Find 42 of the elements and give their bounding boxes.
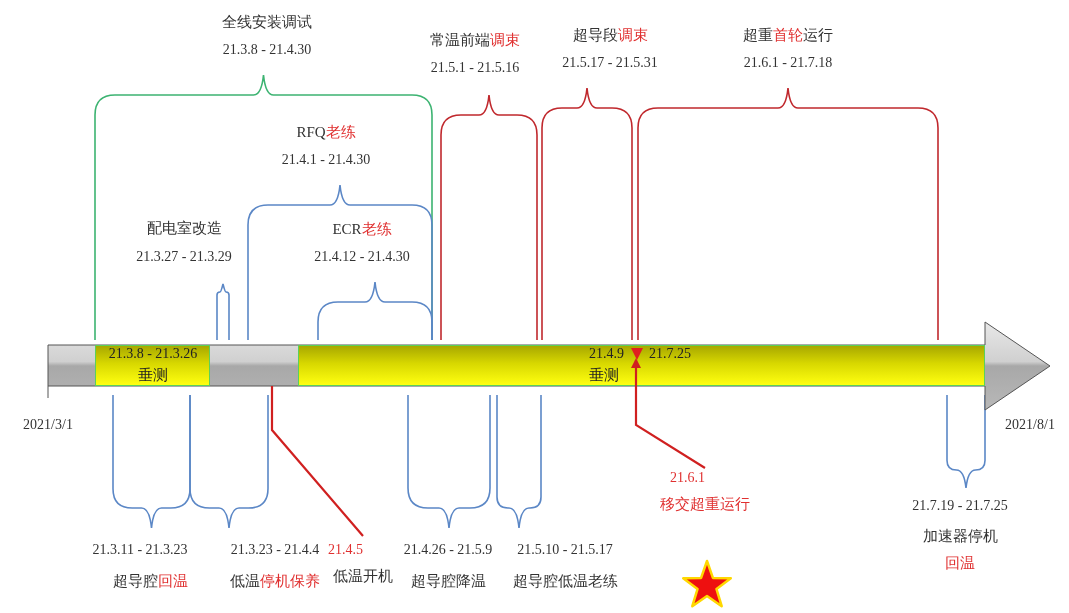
phase-name: RFQ老练 (296, 123, 356, 141)
milestone-marker (631, 348, 643, 360)
axis-date: 2021/8/1 (1005, 417, 1055, 433)
date-range: 21.6.1 - 21.7.18 (743, 55, 833, 71)
date-range: 21.3.11 - 21.3.23 (92, 542, 188, 558)
milestone-caption: 低温开机 (333, 567, 393, 585)
date-range: 21.5.1 - 21.5.16 (430, 60, 520, 76)
phase-name: 低温停机保养 (230, 572, 320, 590)
phase-name: 超导腔低温老练 (512, 572, 618, 590)
date-range: 21.3.27 - 21.3.29 (136, 249, 232, 265)
phase-name: 超重首轮运行 (743, 26, 833, 44)
date-range: 21.4.26 - 21.5.9 (403, 542, 493, 558)
timeline-arrow (48, 322, 1050, 410)
phase-name: 配电室改造 (146, 219, 222, 237)
date-range: 21.5.17 - 21.5.31 (562, 55, 658, 71)
timeline-segment (95, 345, 210, 386)
date-label: 21.7.25 (649, 346, 691, 362)
date-range: 21.4.12 - 21.4.30 (314, 249, 410, 265)
milestone-caption: 移交超重运行 (660, 495, 750, 513)
phase-name: 全线安装调试 (222, 13, 312, 31)
phase-name: 超导段调束 (572, 26, 648, 44)
phase-name: ECR老练 (332, 220, 392, 238)
axis-date: 2021/3/1 (23, 417, 73, 433)
date-range: 21.3.23 - 21.4.4 (230, 542, 320, 558)
leader-line (631, 358, 706, 469)
phase-name: 超导腔回温 (112, 572, 188, 590)
date-range: 21.3.8 - 21.4.30 (222, 42, 312, 58)
milestone-date: 21.6.1 (670, 470, 705, 486)
phase-name: 常温前端调束 (430, 31, 520, 49)
date-label: 21.4.9 (589, 346, 624, 362)
date-range: 21.3.8 - 21.3.26 (108, 346, 198, 362)
segment-caption: 垂测 (138, 366, 168, 384)
phase-name: 超导腔降温 (410, 572, 486, 590)
date-range: 21.4.1 - 21.4.30 (281, 152, 371, 168)
leader-line (270, 386, 364, 537)
timeline-segment (298, 345, 985, 386)
phase-name: 加速器停机 (922, 527, 998, 545)
segment-caption: 垂测 (589, 366, 619, 384)
milestone-date: 21.4.5 (328, 542, 363, 558)
date-range: 21.5.10 - 21.5.17 (517, 542, 613, 558)
phase-name: 回温 (945, 554, 975, 572)
date-range: 21.7.19 - 21.7.25 (912, 498, 1008, 514)
